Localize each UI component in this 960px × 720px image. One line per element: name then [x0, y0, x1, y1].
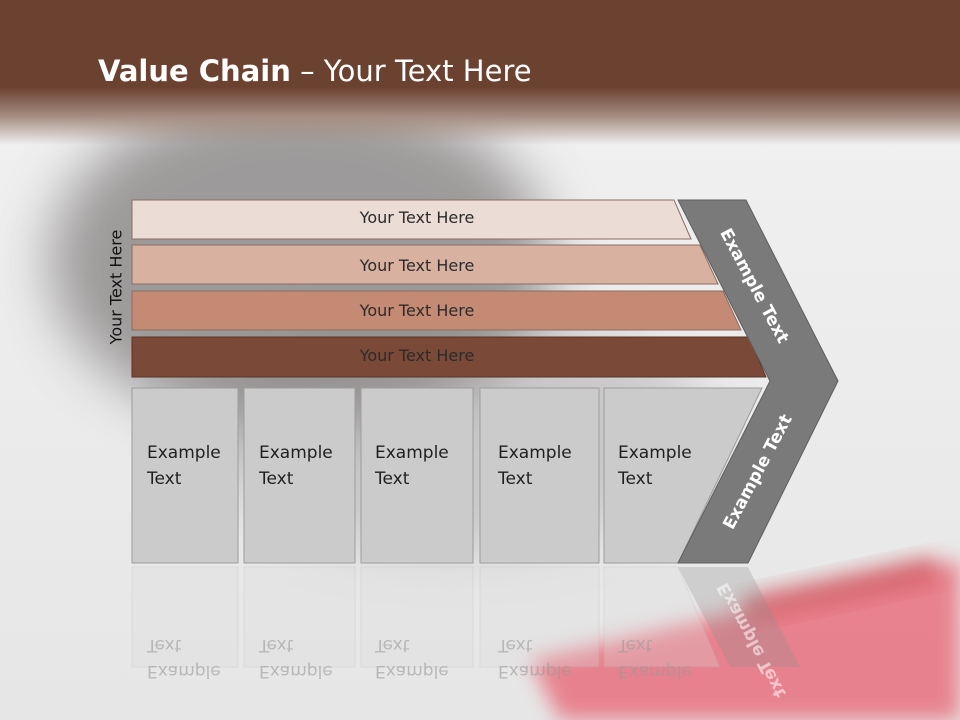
- title-bold: Value Chain: [98, 54, 291, 88]
- box-label-reflection-2: Example Text: [259, 635, 333, 681]
- box-label-reflection-5: Example Text: [618, 635, 692, 681]
- box-shape-3[interactable]: [360, 387, 474, 564]
- row-label-1: Your Text Here: [359, 208, 475, 227]
- box-label-reflection-1: Example Text: [147, 635, 221, 681]
- row-shape-3[interactable]: [131, 290, 742, 331]
- row-shape-2[interactable]: [131, 244, 719, 285]
- box-label-1: Example Text: [147, 443, 221, 489]
- title-rest: – Your Text Here: [290, 54, 532, 88]
- box-label-reflection-3: Example Text: [375, 635, 449, 681]
- box-label-2: Example Text: [259, 443, 333, 489]
- side-label: Your Text Here: [106, 229, 126, 345]
- row-label-2: Your Text Here: [359, 256, 475, 275]
- row-shape-1[interactable]: [131, 199, 692, 240]
- box-label-3: Example Text: [375, 443, 449, 489]
- row-label-3: Your Text Here: [359, 301, 475, 320]
- box-label-4: Example Text: [498, 443, 572, 489]
- box-shape-1[interactable]: [131, 387, 239, 564]
- margin-chevron[interactable]: [677, 199, 839, 564]
- box-label-reflection-4: Example Text: [498, 635, 572, 681]
- box-shape-4[interactable]: [479, 387, 600, 564]
- row-shape-4[interactable]: [131, 336, 767, 378]
- box-shape-2[interactable]: [243, 387, 356, 564]
- header-band: [0, 0, 960, 145]
- slide-title: Value Chain – Your Text Here: [98, 54, 532, 88]
- row-label-4: Your Text Here: [359, 346, 475, 365]
- box-label-5: Example Text: [618, 443, 692, 489]
